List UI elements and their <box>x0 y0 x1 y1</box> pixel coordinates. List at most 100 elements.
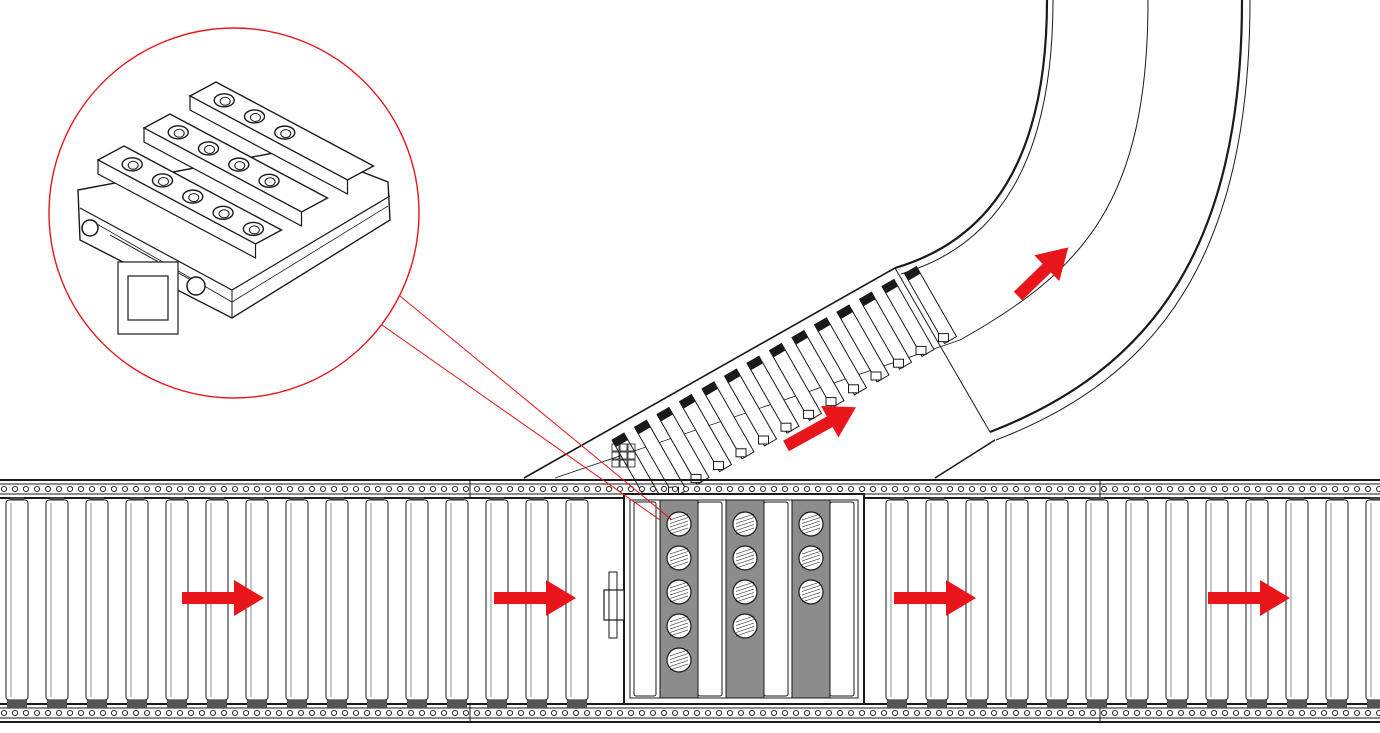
wheel-tread <box>669 619 689 626</box>
wheel-tread <box>735 527 755 535</box>
rail-hole <box>187 709 195 717</box>
roller-end <box>490 497 504 500</box>
rail-hole <box>242 709 250 717</box>
angled-roller-end <box>938 333 949 343</box>
rail-hole <box>165 485 173 493</box>
module-roller <box>633 501 657 697</box>
detail-wheel <box>219 96 231 106</box>
roller-end <box>1130 497 1144 500</box>
rail-hole <box>990 485 998 493</box>
rail-hole <box>88 709 96 717</box>
wheel-tread <box>669 663 689 671</box>
rail-hole <box>649 709 657 717</box>
angled-roller <box>813 317 868 396</box>
roller-end <box>170 497 184 500</box>
wheel-tread <box>735 619 755 626</box>
roller-end <box>967 700 987 708</box>
wheel-tread <box>801 588 821 596</box>
roller-end <box>1370 497 1380 500</box>
rail-hole <box>957 485 965 493</box>
rail-hole <box>1188 709 1196 717</box>
rail-hole <box>814 485 822 493</box>
rail-hole <box>1012 709 1020 717</box>
junction-grid-cell <box>611 459 620 468</box>
rail-hole <box>220 485 228 493</box>
rail-hole <box>660 485 668 493</box>
rail-hole <box>847 709 855 717</box>
roller-end <box>1007 700 1027 708</box>
rail-hole <box>935 709 943 717</box>
roller-body <box>445 499 469 701</box>
roller-end <box>90 497 104 500</box>
roller <box>965 497 989 708</box>
rail-hole <box>814 709 822 717</box>
junction-grid-cell <box>627 443 636 452</box>
rail-hole <box>440 485 448 493</box>
motor-bracket <box>117 261 179 335</box>
angled-roller-end <box>780 422 792 432</box>
rail-hole <box>781 709 789 717</box>
curve-edge <box>989 0 1244 434</box>
rail-hole <box>1155 485 1163 493</box>
angled-roller-end <box>690 473 702 483</box>
rail-hole <box>396 709 404 717</box>
roller-end <box>330 497 344 500</box>
roller <box>85 497 109 708</box>
rail-hole <box>330 709 338 717</box>
roller-end <box>570 497 584 500</box>
wheel-tread <box>801 592 821 599</box>
rail-hole <box>682 709 690 717</box>
rail-hole <box>121 485 129 493</box>
wheel-tread <box>801 558 821 565</box>
rail-hole <box>517 709 525 717</box>
angled-roller-cap <box>904 266 921 281</box>
detail-wheel <box>234 161 246 171</box>
rail-hole <box>176 709 184 717</box>
flow-arrow <box>1208 580 1290 616</box>
wheel-tread <box>735 622 755 630</box>
angled-roller-cap <box>769 343 786 358</box>
rail-hole <box>484 709 492 717</box>
rail-hole <box>55 485 63 493</box>
rail-hole <box>594 709 602 717</box>
wheel-tread <box>735 629 755 637</box>
angled-roller-cap <box>837 305 853 319</box>
roller-body <box>125 499 149 701</box>
roller-end <box>167 700 187 708</box>
rail-hole <box>638 709 646 717</box>
roller <box>565 497 589 708</box>
wheel-tread <box>669 588 689 596</box>
rail-hole <box>418 485 426 493</box>
wheel-tread <box>801 554 821 562</box>
roller-end <box>887 700 907 708</box>
angled-roller-cap <box>612 433 628 447</box>
side-bracket <box>603 589 625 621</box>
rail-hole <box>979 485 987 493</box>
wheel-tread <box>735 554 755 562</box>
rail-hole <box>253 485 261 493</box>
rail-hole <box>924 485 932 493</box>
wheel-tread <box>735 581 755 589</box>
wheel-tread <box>669 524 689 531</box>
wheel-tread <box>735 558 755 565</box>
rail-hole <box>110 709 118 717</box>
wheel-tread <box>735 595 755 603</box>
rail-hole <box>198 485 206 493</box>
rail-hole <box>671 485 679 493</box>
wheel-tread <box>669 585 689 592</box>
rail-hole <box>451 485 459 493</box>
rail-hole <box>308 709 316 717</box>
roller <box>5 497 29 708</box>
roller-body <box>1165 499 1189 701</box>
rail-hole <box>968 485 976 493</box>
rail-hole <box>935 485 943 493</box>
rail-hole <box>77 709 85 717</box>
rail-hole <box>869 709 877 717</box>
rail-hole <box>1210 709 1218 717</box>
roller-end <box>1247 700 1267 708</box>
rail-hole <box>11 709 19 717</box>
roller-end <box>87 700 107 708</box>
rail-hole <box>0 709 8 717</box>
rail-hole <box>418 709 426 717</box>
detail-wheel <box>173 128 185 138</box>
